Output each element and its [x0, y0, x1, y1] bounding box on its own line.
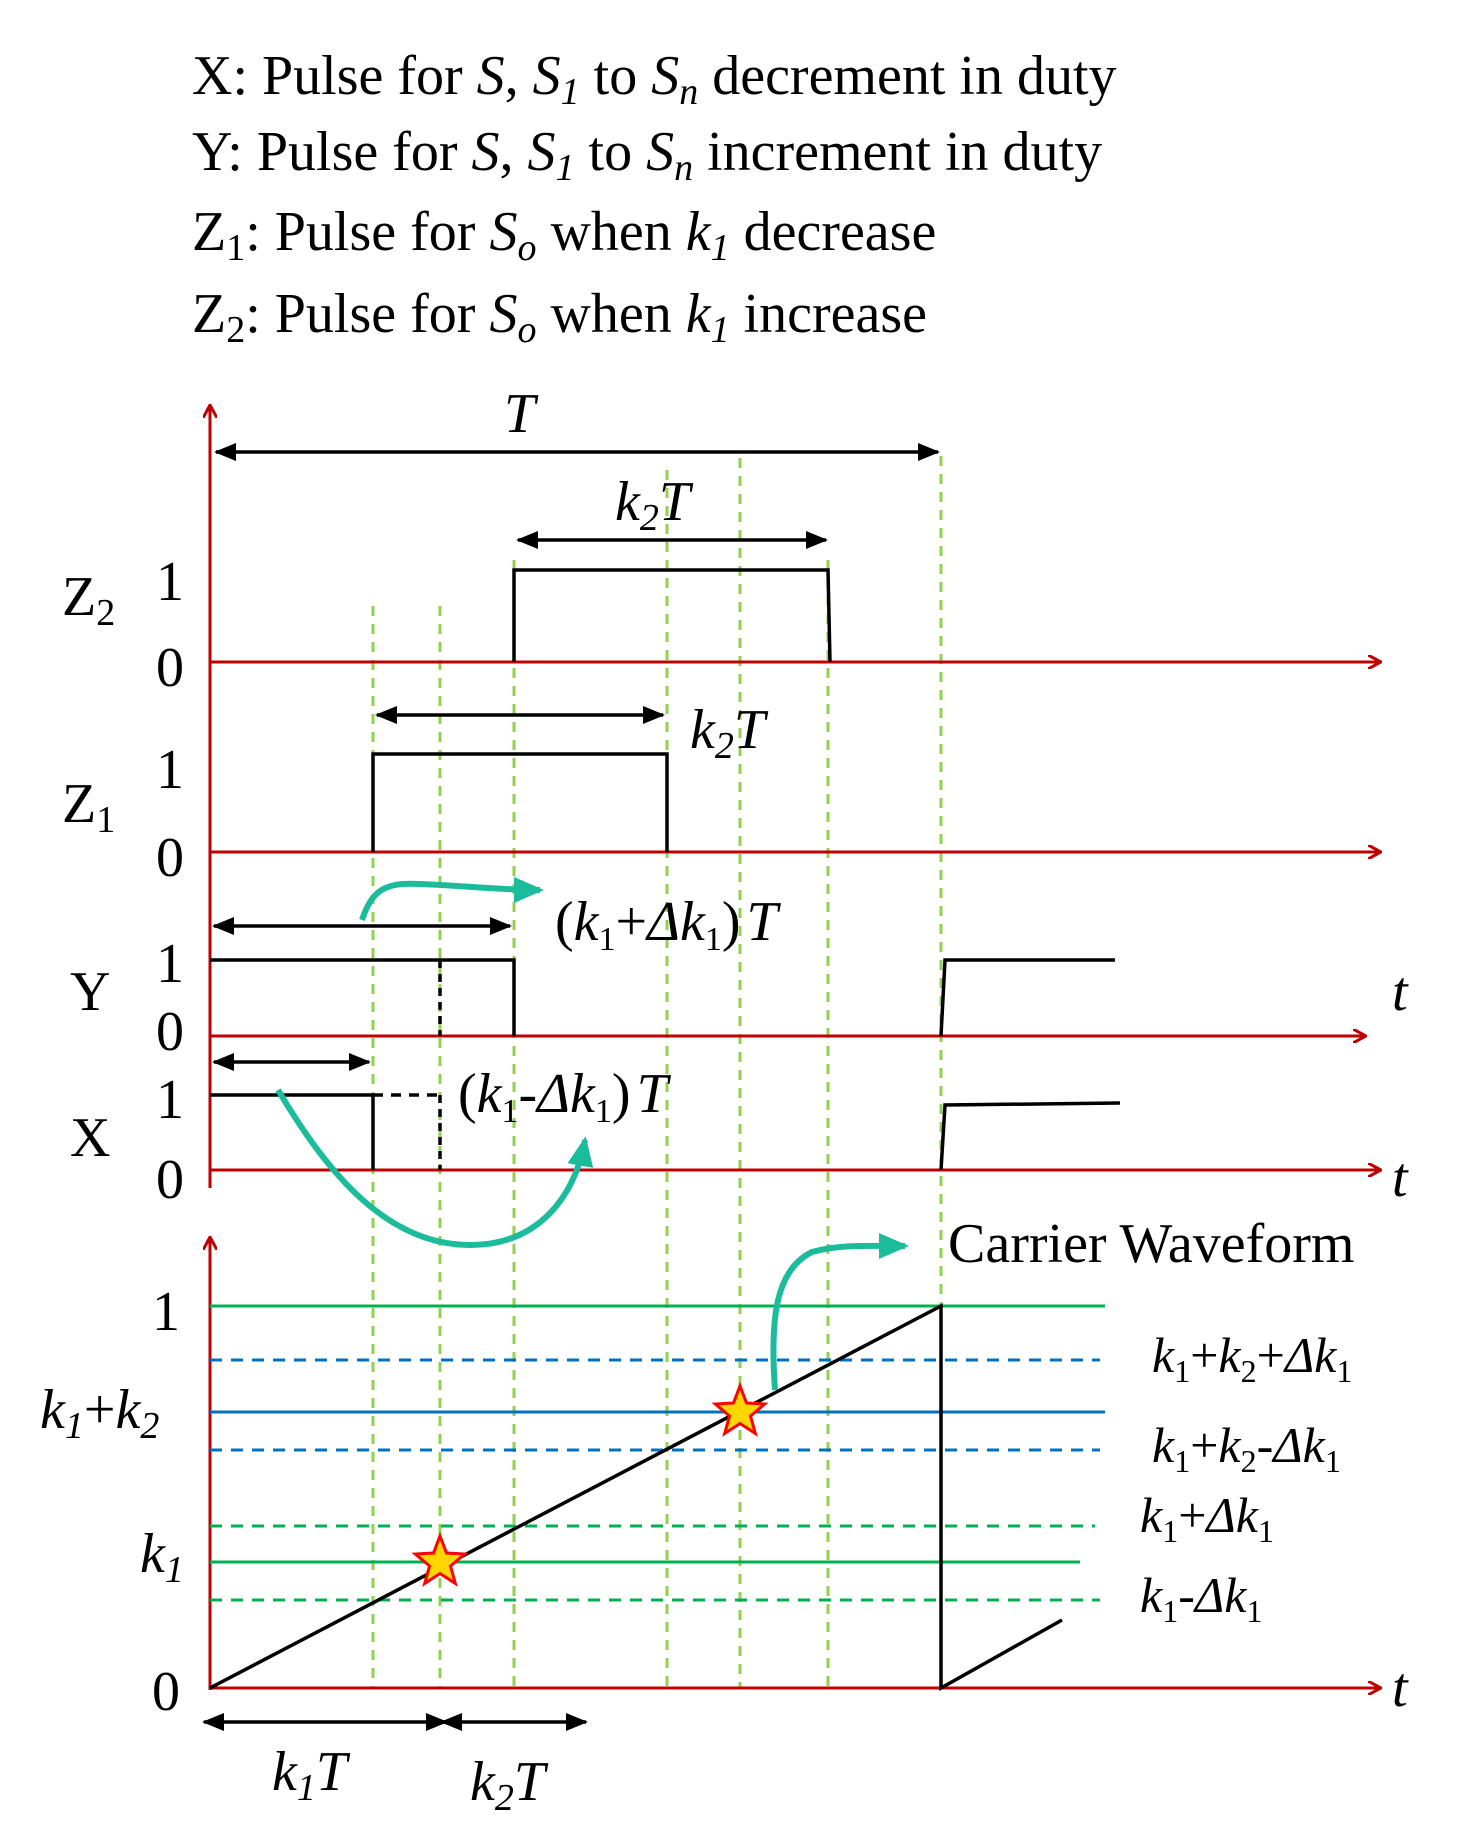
z1-pulse [371, 752, 669, 852]
legend-z2: Z2: Pulse for So when k1 increase [192, 283, 927, 351]
z1-level-zero: 0 [156, 827, 184, 889]
z2-pulse [512, 568, 832, 663]
dim-label-k2T-top: k2T [615, 471, 694, 539]
t-label-carrier: t [1392, 1657, 1409, 1719]
dim-label-T: T [504, 383, 539, 445]
carrier-level-k1: k1 [140, 1523, 184, 1591]
axes [210, 406, 1380, 1690]
star-k1-intersection [411, 1531, 469, 1587]
legend-x: X: Pulse for S, S1 to Sn decrement in du… [192, 45, 1117, 113]
dim-label-k2T-mid: k2T [690, 699, 769, 767]
dim-label-k1T: k1T [272, 1741, 351, 1809]
x-level-one: 1 [156, 1069, 184, 1131]
star-k1k2-intersection [711, 1381, 769, 1437]
z2-level-zero: 0 [156, 637, 184, 699]
label-y: Y [70, 961, 110, 1023]
callout-y-to-k1-plus [359, 876, 544, 921]
x-level-zero: 0 [156, 1149, 184, 1211]
carrier-sawtooth [209, 1303, 1063, 1691]
y-level-one: 1 [156, 933, 184, 995]
dim-label-k1-minus-dk1: (k1-Δk1)T [458, 1063, 672, 1130]
carrier-waveform-label: Carrier Waveform [948, 1213, 1355, 1275]
dim-label-k2T-bottom: k2T [470, 1751, 549, 1819]
time-axis-labels: t t t [1392, 961, 1409, 1719]
right-label-k1k2-minus-dk1: k1+k2-Δk1 [1152, 1417, 1341, 1479]
callout-carrier-label [770, 1232, 909, 1391]
right-label-k1k2-plus-dk1: k1+k2+Δk1 [1152, 1327, 1352, 1389]
label-z1: Z1 [62, 773, 115, 841]
z1-level-one: 1 [156, 739, 184, 801]
intersection-markers [411, 1381, 769, 1587]
carrier-level-zero: 0 [152, 1661, 180, 1723]
right-label-k1-minus-dk1: k1-Δk1 [1140, 1567, 1262, 1629]
t-label-y: t [1392, 961, 1409, 1023]
signal-waveforms [210, 568, 1121, 1171]
sawtooth-ramp [209, 1303, 1063, 1691]
y-level-zero: 0 [156, 1001, 184, 1063]
carrier-level-k1k2: k1+k2 [40, 1379, 159, 1447]
t-label-x: t [1392, 1147, 1409, 1209]
z2-level-one: 1 [156, 551, 184, 613]
legend-z1: Z1: Pulse for So when k1 decrease [192, 201, 936, 269]
dim-label-k1-plus-dk1: (k1+Δk1)T [555, 891, 782, 958]
x-next-pulse [939, 1101, 1121, 1171]
right-label-k1-plus-dk1: k1+Δk1 [1140, 1487, 1274, 1549]
label-x: X [70, 1107, 110, 1169]
dimension-arrows [202, 443, 940, 1731]
dimension-labels: T k2T k2T (k1+Δk1)T (k1-Δk1)T k1T k2T [272, 383, 782, 1819]
carrier-level-one: 1 [152, 1281, 180, 1343]
legend: X: Pulse for S, S1 to Sn decrement in du… [192, 45, 1117, 351]
legend-y: Y: Pulse for S, S1 to Sn increment in du… [192, 121, 1102, 189]
y-pulse [210, 958, 516, 1036]
label-z2: Z2 [62, 566, 115, 634]
callout-x-to-k1-minus [275, 1088, 594, 1249]
signal-labels: Z2 1 0 Z1 1 0 Y 1 0 X 1 0 [62, 551, 184, 1211]
callout-arrows [275, 876, 909, 1391]
carrier-levels [210, 1304, 1105, 1602]
y-next-pulse [939, 958, 1115, 1037]
carrier-labels: Carrier Waveform 1 0 k1+k2 k1 k1+k2+Δk1 … [40, 1213, 1355, 1723]
